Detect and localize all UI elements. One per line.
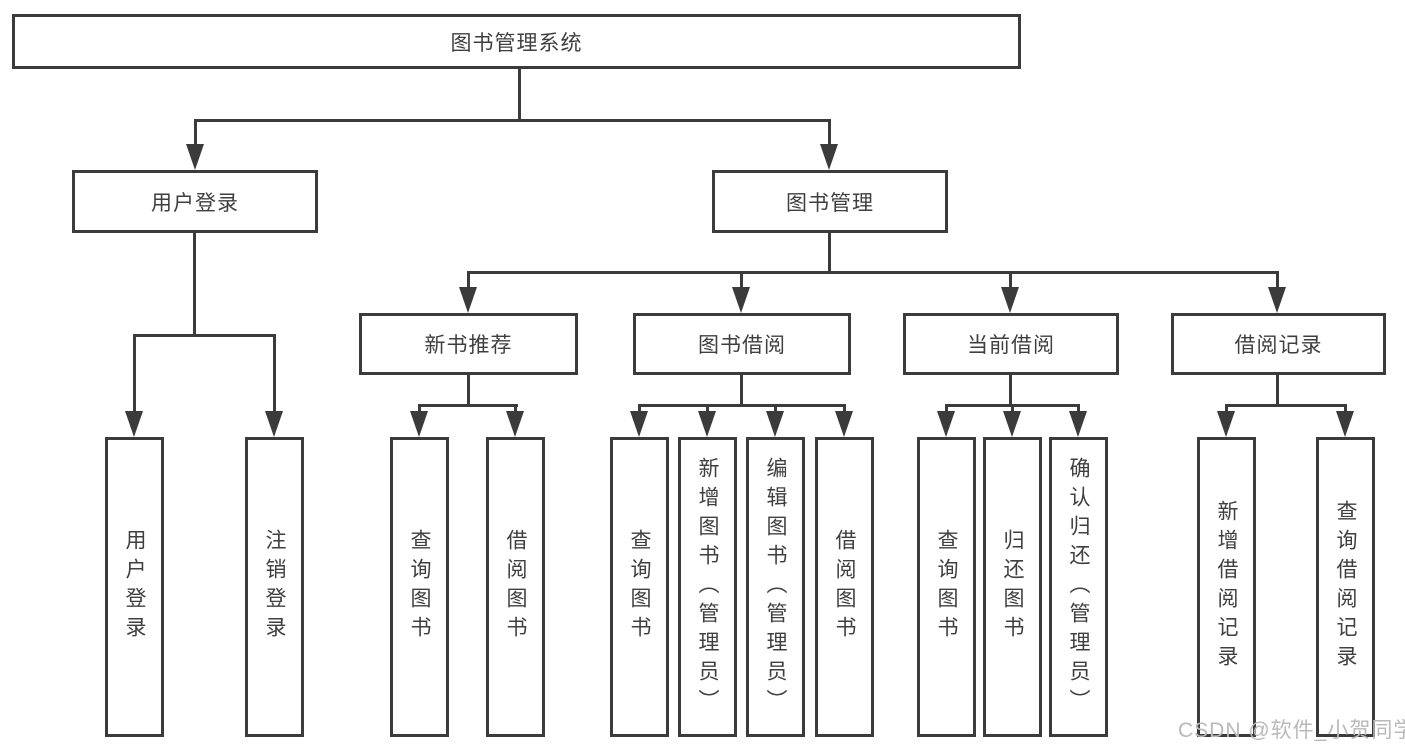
connector-drop-leaf xyxy=(638,406,641,414)
leaf-add-book-admin-label: 新增图书（管理员） xyxy=(696,456,719,718)
node-system-root: 图书管理系统 xyxy=(12,14,1021,69)
arrow-down-icon xyxy=(410,411,428,437)
leaf-borrow-book-newbook: 借阅图书 xyxy=(486,437,545,737)
leaf-confirm-return-admin-label: 确认归还（管理员） xyxy=(1067,456,1090,718)
arrow-down-icon xyxy=(1268,287,1286,313)
connector-new-book-stem xyxy=(467,375,470,406)
leaf-query-book-newbook: 查询图书 xyxy=(390,437,449,737)
connector-drop-leaf xyxy=(706,406,709,414)
node-borrow-record: 借阅记录 xyxy=(1171,313,1386,375)
arrow-down-icon xyxy=(766,411,784,437)
connector-new-book-hline xyxy=(418,404,518,407)
leaf-add-borrow-record-label: 新增借阅记录 xyxy=(1215,500,1238,674)
leaf-query-book-borrow-label: 查询图书 xyxy=(628,529,651,645)
connector-drop-leaf xyxy=(1011,406,1014,414)
connector-book-borrow-stem xyxy=(740,375,743,406)
leaf-query-borrow-record-label: 查询借阅记录 xyxy=(1334,500,1357,674)
leaf-query-book-borrow: 查询图书 xyxy=(610,437,669,737)
connector-drop-user-login xyxy=(194,121,197,147)
node-system-root-label: 图书管理系统 xyxy=(450,31,583,55)
connector-drop-leaf xyxy=(1344,406,1347,414)
arrow-down-icon xyxy=(630,411,648,437)
node-user-login-label: 用户登录 xyxy=(151,191,239,215)
node-book-management-label: 图书管理 xyxy=(786,191,874,215)
arrow-down-icon xyxy=(1069,411,1087,437)
connector-root-stem xyxy=(518,69,521,121)
leaf-query-book-current-label: 查询图书 xyxy=(935,529,958,645)
connector-drop-leaf xyxy=(418,406,421,414)
leaf-borrow-book-label: 借阅图书 xyxy=(833,529,856,645)
arrow-down-icon xyxy=(1001,287,1019,313)
node-book-borrow: 图书借阅 xyxy=(633,313,851,375)
connector-drop-leaf xyxy=(133,336,136,413)
leaf-query-book-current: 查询图书 xyxy=(917,437,976,737)
leaf-user-login-label: 用户登录 xyxy=(123,529,146,645)
connector-drop-book-mgmt xyxy=(828,121,831,147)
connector-drop-leaf xyxy=(774,406,777,414)
node-book-management: 图书管理 xyxy=(712,170,948,233)
connector-root-hline xyxy=(194,119,831,122)
node-current-borrow-label: 当前借阅 xyxy=(967,334,1055,357)
connector-drop-l3 xyxy=(467,273,470,289)
arrow-down-icon xyxy=(506,411,524,437)
leaf-add-borrow-record: 新增借阅记录 xyxy=(1197,437,1256,737)
arrow-down-icon xyxy=(459,287,477,313)
arrow-down-icon xyxy=(732,287,750,313)
connector-drop-leaf xyxy=(1225,406,1228,414)
node-new-book-recommend-label: 新书推荐 xyxy=(424,334,513,357)
leaf-logout-login: 注销登录 xyxy=(245,437,304,737)
connector-user-login-hline xyxy=(133,334,276,337)
connector-current-borrow-hline xyxy=(945,404,1080,407)
leaf-query-borrow-record: 查询借阅记录 xyxy=(1316,437,1375,737)
leaf-confirm-return-admin: 确认归还（管理员） xyxy=(1049,437,1108,737)
leaf-edit-book-admin-label: 编辑图书（管理员） xyxy=(764,456,787,718)
leaf-logout-login-label: 注销登录 xyxy=(263,529,286,645)
leaf-query-book-newbook-label: 查询图书 xyxy=(408,529,431,645)
connector-borrow-record-stem xyxy=(1276,375,1279,406)
leaf-user-login: 用户登录 xyxy=(105,437,164,737)
connector-drop-l3 xyxy=(1009,273,1012,289)
arrow-down-icon xyxy=(186,144,204,170)
leaf-add-book-admin: 新增图书（管理员） xyxy=(678,437,737,737)
node-user-login: 用户登录 xyxy=(72,170,318,233)
connector-drop-leaf xyxy=(514,406,517,414)
connector-book-borrow-hline xyxy=(638,404,846,407)
arrow-down-icon xyxy=(1003,411,1021,437)
arrow-down-icon xyxy=(835,411,853,437)
connector-current-borrow-stem xyxy=(1009,375,1012,406)
connector-drop-l3 xyxy=(740,273,743,289)
connector-drop-leaf xyxy=(1077,406,1080,414)
arrow-down-icon xyxy=(125,411,143,437)
arrow-down-icon xyxy=(820,144,838,170)
leaf-return-book-label: 归还图书 xyxy=(1001,529,1024,645)
node-borrow-record-label: 借阅记录 xyxy=(1234,334,1323,357)
leaf-borrow-book-newbook-label: 借阅图书 xyxy=(504,529,527,645)
connector-drop-leaf xyxy=(843,406,846,414)
watermark: CSDN @软件_小贺同学 xyxy=(1178,719,1405,742)
arrow-down-icon xyxy=(265,411,283,437)
connector-drop-leaf xyxy=(945,406,948,414)
arrow-down-icon xyxy=(1217,411,1235,437)
connector-drop-l3 xyxy=(1276,273,1279,289)
arrow-down-icon xyxy=(1336,411,1354,437)
connector-user-login-stem xyxy=(193,233,196,336)
node-current-borrow: 当前借阅 xyxy=(903,313,1119,375)
leaf-borrow-book: 借阅图书 xyxy=(815,437,874,737)
connector-borrow-record-hline xyxy=(1225,404,1347,407)
arrow-down-icon xyxy=(698,411,716,437)
connector-drop-leaf xyxy=(273,336,276,413)
node-new-book-recommend: 新书推荐 xyxy=(359,313,578,375)
node-book-borrow-label: 图书借阅 xyxy=(698,334,786,357)
connector-book-mgmt-stem xyxy=(828,233,831,273)
leaf-return-book: 归还图书 xyxy=(983,437,1042,737)
arrow-down-icon xyxy=(937,411,955,437)
connector-book-mgmt-hline xyxy=(467,271,1279,274)
leaf-edit-book-admin: 编辑图书（管理员） xyxy=(746,437,805,737)
